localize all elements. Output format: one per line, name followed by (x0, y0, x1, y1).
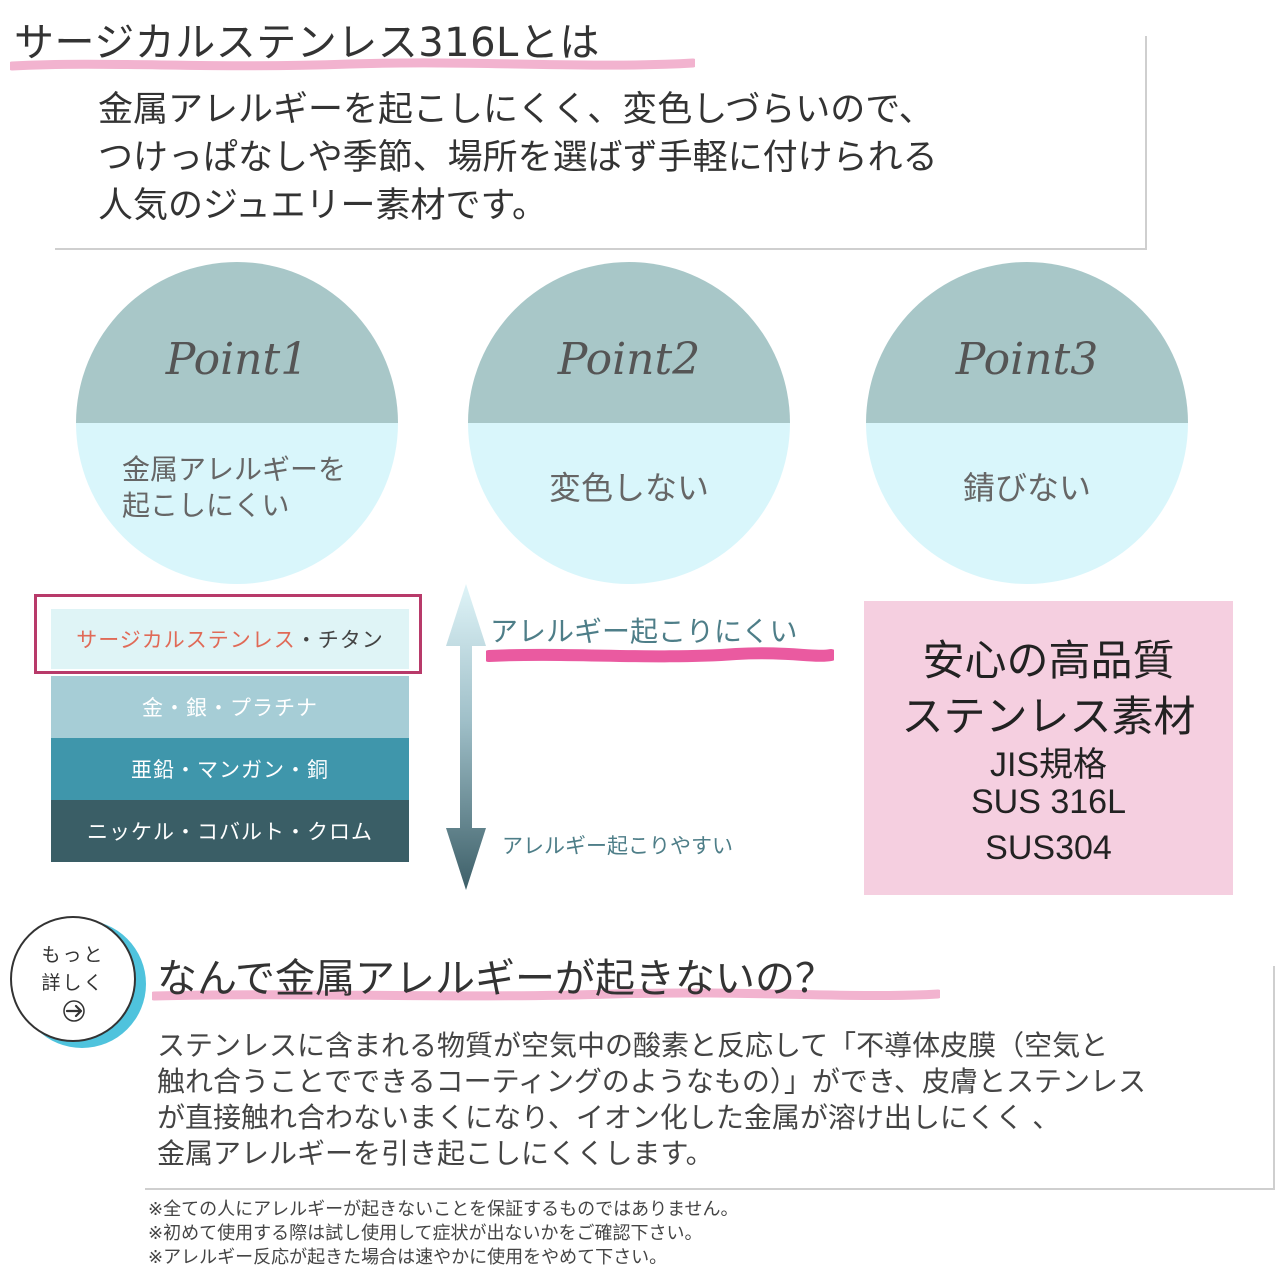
point3-title: Point3 (955, 334, 1099, 385)
question-underline (152, 988, 940, 1001)
point1-circle: Point1 金属アレルギーを 起こしにくい (76, 262, 398, 584)
double-arrow-icon (446, 584, 486, 890)
metal-row: ニッケル・コバルト・クロム (51, 800, 409, 862)
more-details-badge: もっと 詳しく (10, 916, 136, 1042)
highlight-frame (34, 594, 422, 674)
point2-circle: Point2 変色しない (468, 262, 790, 584)
page-title: サージカルステンレス316Lとは (14, 20, 600, 66)
low-allergy-label: アレルギー起こりにくい (490, 615, 798, 648)
question-title: なんで金属アレルギーが起きないの？ (157, 956, 835, 1002)
high-allergy-label: アレルギー起こりやすい (502, 834, 733, 858)
quality-box: 安心の高品質 ステンレス素材 JIS規格 SUS 316L SUS304 (864, 601, 1233, 895)
explanation-frame (145, 966, 1275, 1190)
intro-line: つけっぱなしや季節、場所を選ばず手軽に付けられる (98, 138, 938, 178)
question-body-line: が直接触れ合わないまくになり、イオン化した金属が溶け出しにくく 、 (157, 1101, 1061, 1134)
point1-text-line: 起こしにくい (122, 489, 290, 522)
arrow-right-icon (63, 1000, 85, 1022)
intro-text: 金属アレルギーを起こしにくく、変色しづらいので、 つけっぱなしや季節、場所を選ば… (98, 86, 938, 230)
question-body: ステンレスに含まれる物質が空気中の酸素と反応して「不導体皮膜（空気と 触れ合うこ… (157, 1028, 1146, 1172)
disclaimer-line: ※初めて使用する際は試し使用して症状が出ないかをご確認下さい。 (148, 1223, 703, 1244)
disclaimer-line: ※全ての人にアレルギーが起きないことを保証するものではありません。 (148, 1199, 739, 1220)
metal-row: 金・銀・プラチナ (51, 676, 409, 738)
intro-frame (55, 36, 1147, 250)
point1-text-line: 金属アレルギーを (122, 453, 347, 486)
point1-text: 金属アレルギーを 起こしにくい (76, 438, 398, 538)
metal-row: 亜鉛・マンガン・銅 (51, 738, 409, 800)
quality-line: JIS規格 (989, 746, 1108, 784)
point2-text: 変色しない (468, 438, 790, 538)
more-badge-line: もっと (41, 944, 105, 966)
quality-line: SUS 316L (971, 783, 1126, 821)
metal-row-best-rest: ・チタン (295, 628, 384, 652)
more-badge-line: 詳しく (41, 972, 105, 994)
point1-title: Point1 (165, 334, 309, 385)
question-body-line: ステンレスに含まれる物質が空気中の酸素と反応して「不導体皮膜（空気と (157, 1029, 1109, 1062)
intro-line: 人気のジュエリー素材です。 (98, 186, 548, 226)
low-label-underline (486, 647, 834, 663)
quality-line: SUS304 (985, 829, 1112, 867)
intro-line: 金属アレルギーを起こしにくく、変色しづらいので、 (98, 90, 934, 130)
point3-text-line: 錆びない (962, 469, 1091, 507)
question-body-line: 金属アレルギーを引き起こしにくくします。 (157, 1137, 714, 1170)
metal-row-best: サージカルステンレス・チタン (51, 609, 409, 669)
title-underline (10, 58, 695, 71)
point3-circle: Point3 錆びない (866, 262, 1188, 584)
quality-line: 安心の高品質 (922, 636, 1175, 685)
point3-text: 錆びない (866, 438, 1188, 538)
metal-row-best-highlight: サージカルステンレス (76, 628, 296, 652)
question-body-line: 触れ合うことでできるコーティングのようなもの）」ができ、皮膚とステンレス (157, 1065, 1146, 1098)
point2-title: Point2 (557, 334, 701, 385)
disclaimer-line: ※アレルギー反応が起きた場合は速やかに使用をやめて下さい。 (148, 1247, 668, 1268)
disclaimer-notes: ※全ての人にアレルギーが起きないことを保証するものではありません。 ※初めて使用… (148, 1198, 739, 1270)
point2-text-line: 変色しない (548, 469, 709, 507)
quality-line: ステンレス素材 (901, 692, 1196, 741)
